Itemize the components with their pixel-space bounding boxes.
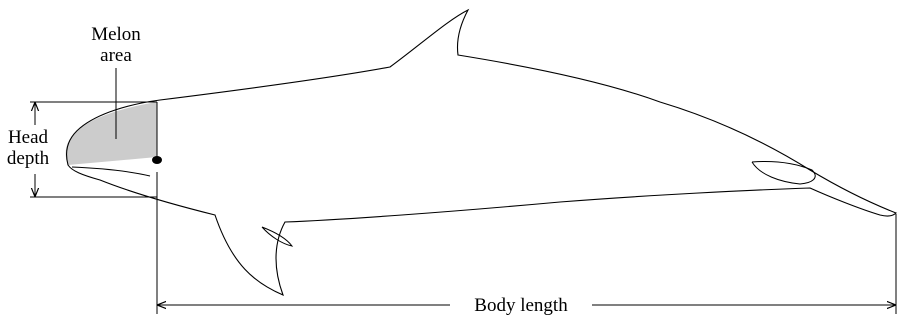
tail-fluke [752, 162, 815, 184]
head-depth-label-line2: depth [7, 148, 50, 169]
eye-dot [152, 156, 162, 164]
melon-label-line1: Melon [91, 24, 141, 45]
body-length-label: Body length [474, 295, 568, 316]
whale-body-outline [67, 10, 897, 295]
head-depth-label-line1: Head [8, 127, 49, 148]
melon-label-line2: area [100, 45, 132, 66]
